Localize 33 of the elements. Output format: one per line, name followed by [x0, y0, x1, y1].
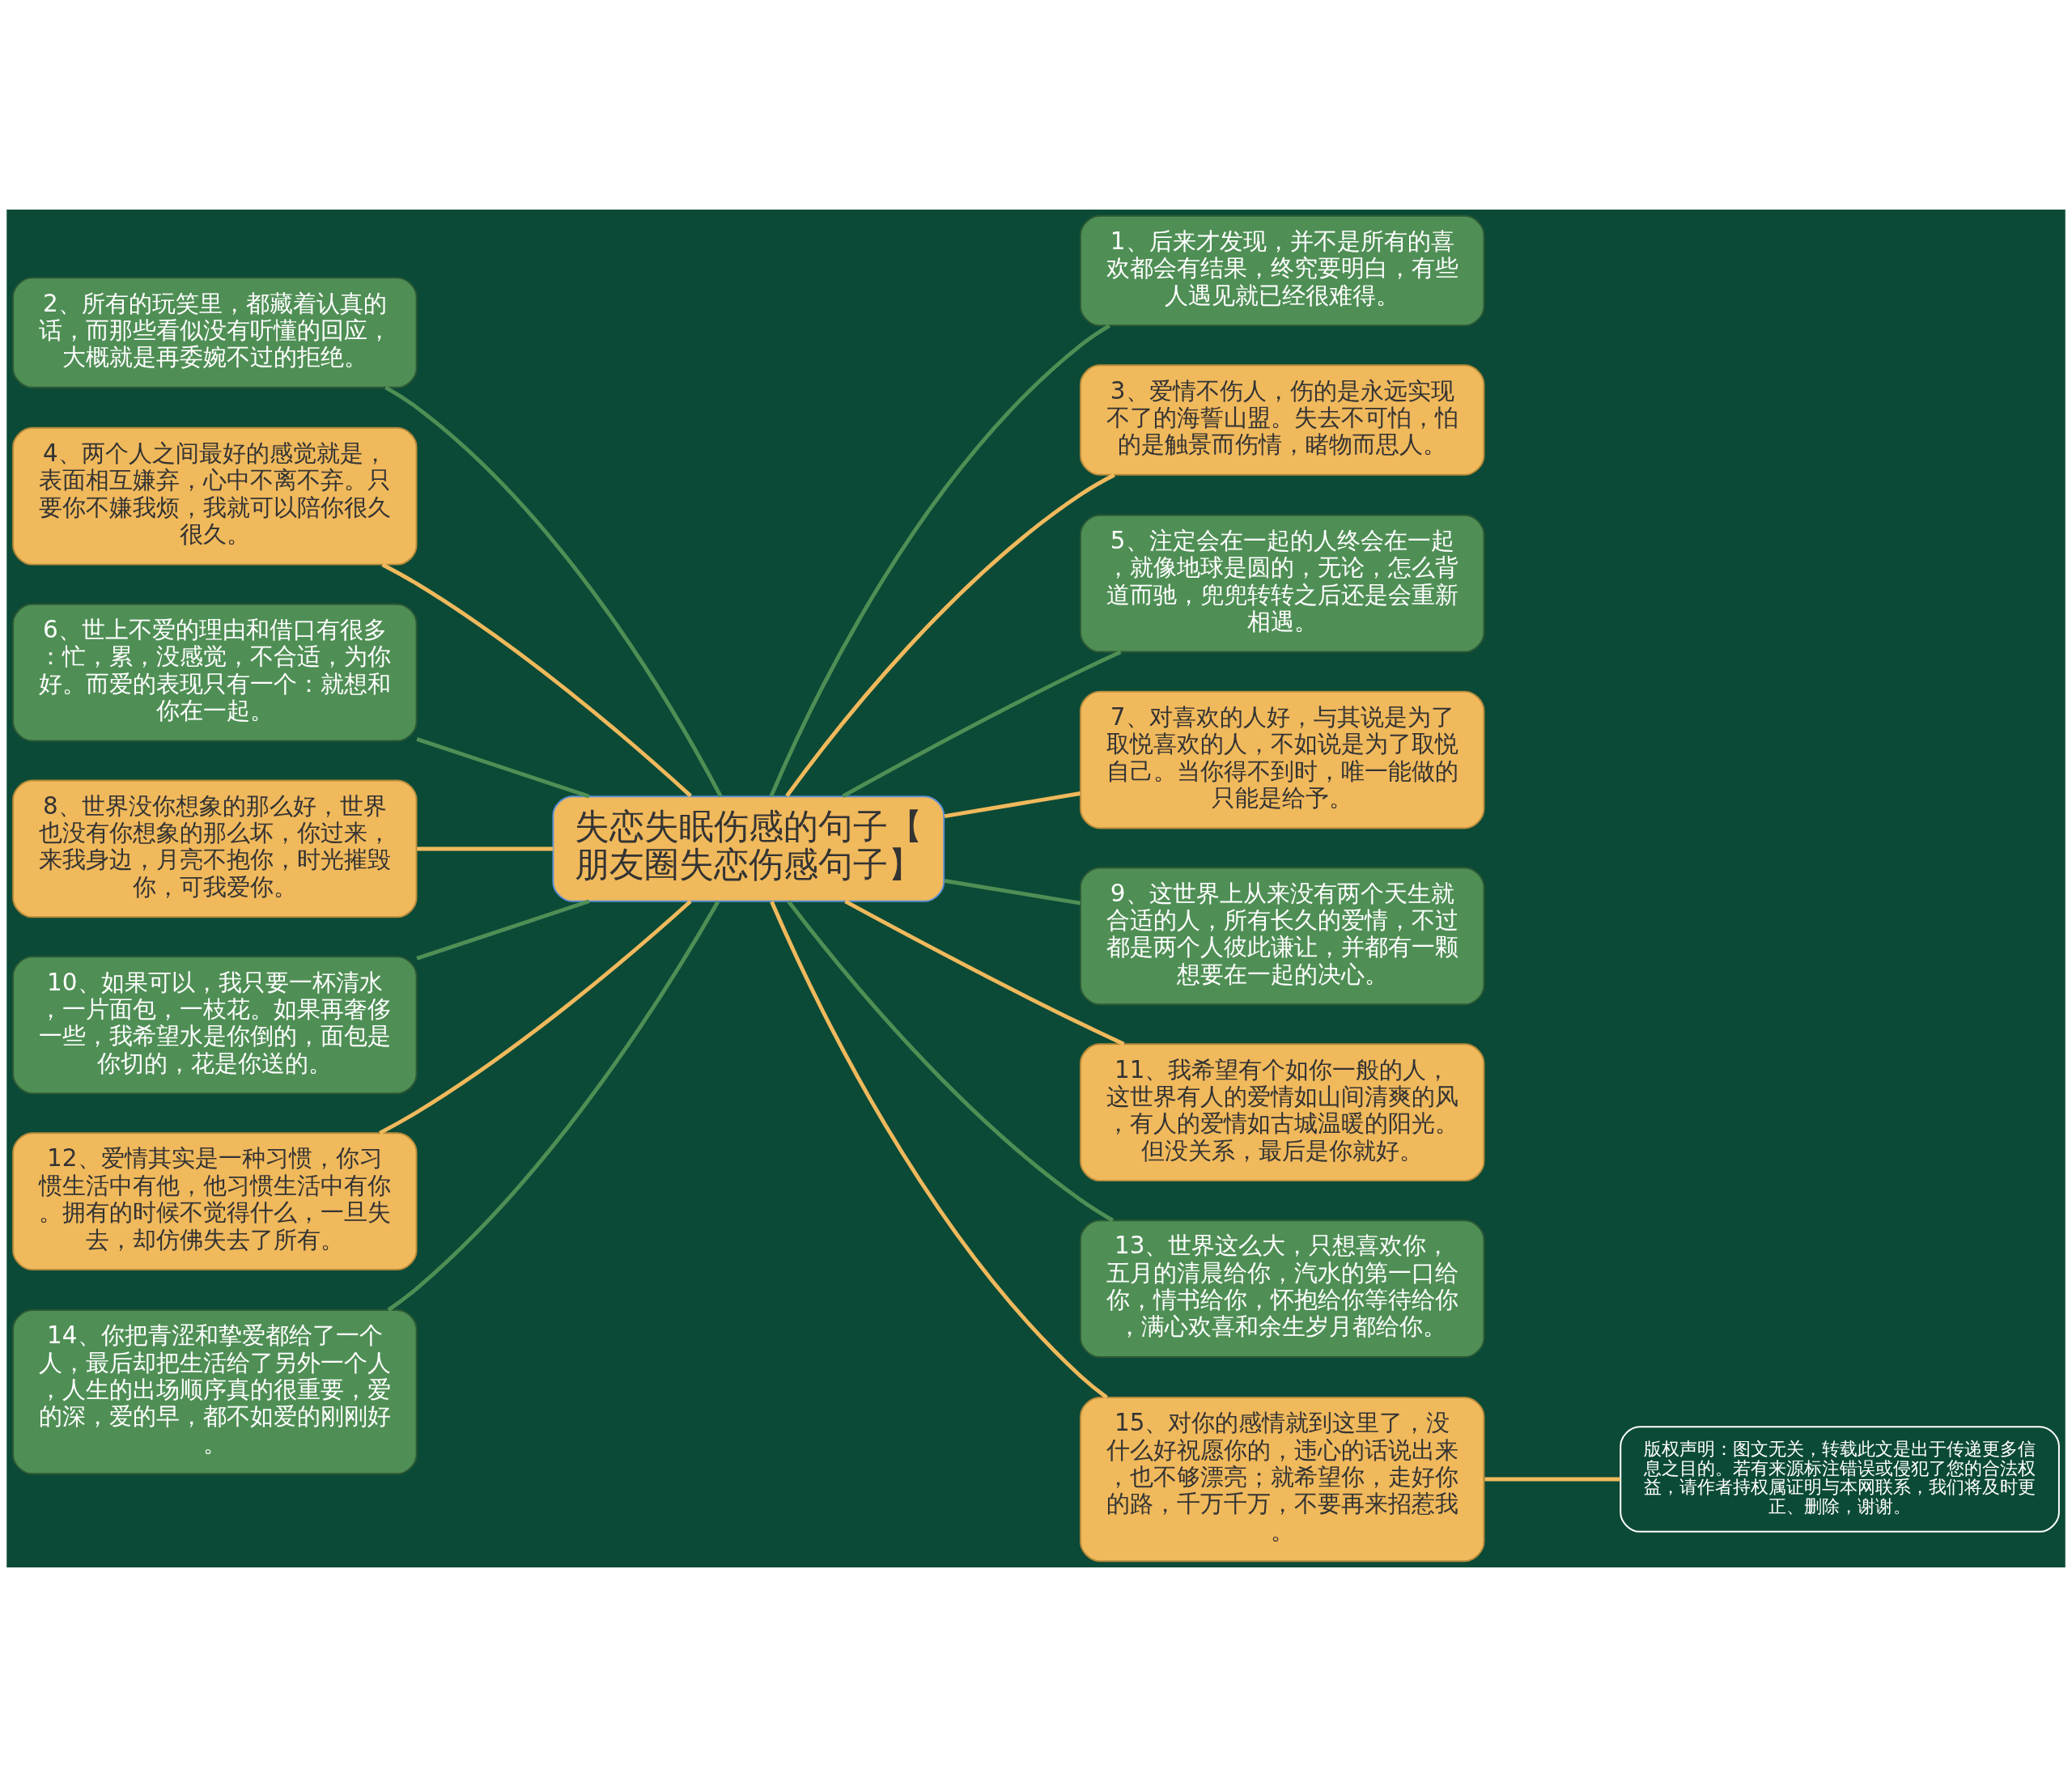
node-box: 3、爱情不伤人，伤的是永远实现不了的海誓山盟。失去不可怕，怕的是触景而伤情，睹物而思人。 [1079, 364, 1485, 476]
node-box: 15、对你的感情就到这里了，没什么好祝愿你的，违心的话说出来，也不够漂亮；就希望你，走好你的路，千万千万，不要再来招惹我。 [1079, 1397, 1485, 1563]
node-box: 9、这世界上从来没有两个天生就合适的人，所有长久的爱情，不过都是两个人彼此谦让，并都有一颗想要在一起的决心。 [1079, 867, 1485, 1006]
node-box: 5、注定会在一起的人终会在一起，就像地球是圆的，无论，怎么背道而驰，兜兜转转之后还是会重新相遇。 [1079, 514, 1485, 653]
connector [379, 899, 692, 1135]
connector [785, 473, 1115, 798]
node-box: 14、你把青涩和挚爱都给了一个人，最后却把生活给了另外一个人，人生的出场顺序真的很重要，爱的深，爱的早，都不如爱的刚刚好。 [12, 1309, 418, 1475]
connector [787, 900, 1115, 1223]
connector [842, 650, 1122, 798]
node-box: 1、后来才发现，并不是所有的喜欢都会有结果，终究要明白，有些人遇见就已经很难得。 [1079, 214, 1485, 327]
connector [417, 846, 554, 851]
connector [944, 791, 1081, 819]
connector [769, 324, 1110, 797]
node-box: 2、所有的玩笑里，都藏着认真的话，而那些看似没有听懂的回应，大概就是再委婉不过的拒绝。 [12, 277, 418, 388]
node-box: 4、两个人之间最好的感觉就是，表面相互嫌弃，心中不离不弃。只要你不嫌我烦，我就可以陪你很久很久。 [12, 426, 418, 566]
connector [416, 737, 590, 799]
connector [844, 899, 1125, 1046]
connector [944, 879, 1081, 905]
node-box: 12、爱情其实是一种习惯，你习惯生活中有他，他习惯生活中有你。拥有的时候不觉得什么，一旦失去，却仿佛失去了所有。 [12, 1132, 418, 1270]
node-box: 13、世界这么大，只想喜欢你，五月的清晨给你，汽水的第一口给你，情书给你，怀抱给你等待给你，满心欢喜和余生岁月都给你。 [1079, 1219, 1485, 1358]
node-box: 版权声明：图文无关，转载此文是出于传递更多信息之目的。若有来源标注错误或侵犯了您的合法权益，请作者持权属证明与本网联系，我们将及时更正、删除，谢谢。 [1620, 1426, 2060, 1533]
connector [416, 899, 590, 961]
node-box: 6、世上不爱的理由和借口有很多：忙，累，没感觉，不合适，为你好。而爱的表现只有一个：就想和你在一起。 [12, 603, 418, 742]
node-box: 8、世界没你想象的那么好，世界也没有你想象的那么坏，你过来，来我身边，月亮不抱你，时光摧毁你，可我爱你。 [12, 779, 418, 918]
connector [1484, 1477, 1620, 1482]
node-box: 11、我希望有个如你一般的人，这世界有人的爱情如山间清爽的风，有人的爱情如古城温暖的阳光。但没关系，最后是你就好。 [1079, 1043, 1485, 1182]
node-box: 失恋失眠伤感的句子【朋友圈失恋伤感句子】 [552, 795, 945, 902]
connector [770, 901, 1108, 1399]
node-box: 7、对喜欢的人好，与其说是为了取悦喜欢的人，不如说是为了取悦自己。当你得不到时，唯一能做的只能是给予。 [1079, 690, 1485, 829]
connector [384, 385, 723, 798]
node-box: 10、如果可以，我只要一杯清水，一片面包，一枝花。如果再奢侈一些，我希望水是你倒的，面包是你切的，花是你送的。 [12, 956, 418, 1095]
connector [387, 900, 720, 1312]
connector [381, 562, 693, 798]
